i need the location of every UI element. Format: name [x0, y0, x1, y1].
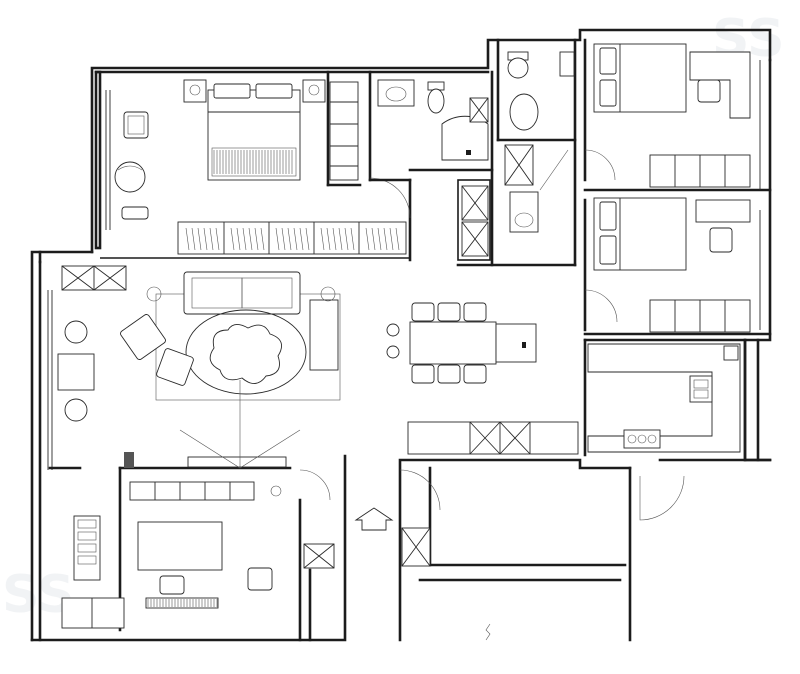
corridor-cabinets: [456, 144, 577, 267]
bedroom-3: [583, 197, 772, 336]
wardrobe: [177, 221, 407, 255]
tv-console: [187, 456, 287, 468]
desk-3: [695, 199, 751, 253]
side-table: [64, 320, 88, 344]
shower: [441, 115, 489, 161]
bed-3: [593, 197, 687, 271]
cooktop: [623, 429, 661, 449]
side-table-2: [64, 398, 88, 422]
dining-table-long: [73, 515, 101, 581]
bed-stripes: [213, 150, 293, 174]
kitchen-sink: [689, 375, 713, 403]
dining-chairs: [411, 302, 487, 384]
dining-buffet: [407, 421, 579, 455]
bookshelf: [129, 481, 255, 501]
master-bed: [207, 83, 301, 181]
desk-chair: [159, 575, 185, 595]
piano: [145, 597, 219, 609]
living-room: [47, 265, 341, 470]
fridge-unit: [723, 345, 739, 361]
ottoman: [57, 353, 95, 391]
nightstand-right: [302, 79, 326, 103]
entrance: [299, 469, 685, 567]
guest-bathroom: [496, 38, 577, 267]
dining-bench: [495, 323, 537, 363]
guest-toilet: [507, 51, 529, 79]
vanity-sink: [377, 79, 415, 107]
lounge-chair: [114, 161, 146, 193]
nightstand-left: [183, 79, 207, 103]
master-bathroom: [368, 70, 494, 267]
guest-sink: [559, 51, 575, 77]
corner-cabinet: [61, 597, 125, 629]
piano-keys: [147, 599, 218, 607]
master-bedroom: [100, 70, 412, 262]
coffee-table: [185, 309, 307, 395]
lounge-chair-left: [120, 314, 166, 360]
footstool: [121, 206, 149, 220]
bedroom-2: [583, 38, 772, 192]
study: [61, 466, 335, 642]
exterior-walls: [30, 28, 772, 642]
sofa: [183, 271, 301, 315]
bed-2: [593, 43, 687, 113]
guest-vanity: [509, 191, 539, 233]
armchair-study: [247, 567, 273, 591]
walk-in-closet: [329, 81, 359, 181]
entrance-arrow-icon: [354, 507, 394, 531]
hanger-marks: [185, 227, 400, 251]
sofa-side: [309, 299, 339, 371]
toilet: [427, 81, 445, 114]
dining-table: [409, 321, 497, 365]
dining-area: [386, 302, 579, 455]
break-line-icon: [485, 623, 491, 641]
lounge-chair-right: [156, 348, 194, 386]
study-desk: [137, 521, 223, 571]
kitchen: [583, 338, 747, 457]
armchair: [123, 111, 149, 139]
desk-2: [689, 51, 751, 119]
bidet: [509, 93, 539, 131]
